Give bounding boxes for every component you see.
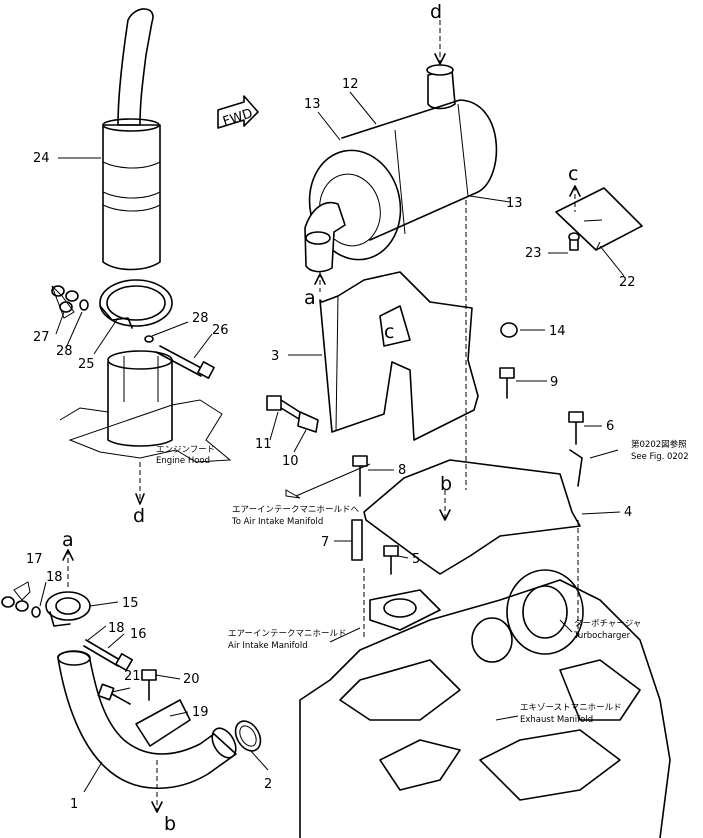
part-number: 21 (124, 669, 141, 684)
part-number: 19 (192, 705, 209, 720)
air-cleaner (304, 64, 498, 273)
part-number: 22 (619, 275, 636, 290)
part-number: 4 (624, 505, 632, 520)
part-number: 13 (304, 97, 321, 112)
connection-letter: c (384, 321, 394, 343)
part-number: 1 (70, 797, 78, 812)
engine-hood-note-jp: エンジンフード (156, 445, 215, 455)
part-number: 18 (46, 570, 63, 585)
leader-lines (13, 91, 625, 793)
part-number: 18 (108, 621, 125, 636)
part-number: 13 (506, 196, 523, 211)
air-intake-note-jp: エアーインテークマニホールド (228, 629, 347, 639)
part-number: 20 (183, 672, 200, 687)
exhaust-note-en: Exhaust Manifold (520, 715, 593, 725)
part-number: 3 (271, 349, 279, 364)
part-number: 2 (264, 777, 272, 792)
connection-letter: b (440, 473, 452, 495)
part-number: 24 (33, 151, 50, 166)
connection-letter: b (164, 813, 176, 835)
bolts-8-5-7-6 (351, 411, 584, 575)
to-air-intake-note-en: To Air Intake Manifold (231, 517, 323, 527)
part-number: 14 (549, 324, 566, 339)
plate-22 (555, 187, 643, 251)
part-number: 25 (78, 357, 95, 372)
annotation-notes: エンジンフード Engine Hood エアーインテークマニホールドへ To A… (156, 439, 689, 725)
engine-block (299, 569, 671, 838)
engine-hood-note-en: Engine Hood (156, 456, 210, 466)
part-number: 16 (130, 627, 147, 642)
to-air-intake-note-jp: エアーインテークマニホールドへ (232, 505, 359, 515)
part-number: 28 (192, 311, 209, 326)
part-number: 5 (412, 552, 420, 567)
part-number: 15 (122, 596, 139, 611)
part-number: 10 (282, 454, 299, 469)
part-number: 17 (26, 552, 43, 567)
see-fig-note-en: See Fig. 0202 (631, 452, 689, 462)
connection-letter: d (133, 505, 145, 527)
connection-lines (62, 20, 581, 813)
air-intake-note-en: Air Intake Manifold (228, 641, 308, 651)
exhaust-note-jp: エキゾーストマニホールド (520, 703, 622, 713)
part-number: 9 (550, 375, 558, 390)
see-fig-note-jp: 第0202図参照 (631, 439, 687, 450)
turbo-note-en: Turbocharger (573, 631, 631, 641)
bolt-11-spacer-10 (266, 395, 319, 433)
part-number: 6 (606, 419, 614, 434)
part-number: 28 (56, 344, 73, 359)
part-number: 27 (33, 330, 50, 345)
part-number: 26 (212, 323, 229, 338)
engine-hood-sleeve (59, 350, 232, 505)
connection-letter: a (62, 529, 74, 551)
part-number: 11 (255, 437, 272, 452)
bracket-3 (319, 271, 479, 441)
fwd-badge: FWD (217, 95, 259, 130)
connection-letter: a (304, 287, 316, 309)
nut-14-bolt-9 (499, 322, 518, 399)
connection-letters: d a c c b d a b (62, 1, 578, 835)
part-number: 12 (342, 77, 359, 92)
connection-letter: d (430, 1, 442, 23)
clamp-15 (1, 591, 133, 671)
part-number: 7 (321, 535, 329, 550)
intake-pipe (57, 650, 262, 789)
exhaust-stack (102, 8, 161, 271)
bolt-26 (144, 335, 215, 379)
part-number: 23 (525, 246, 542, 261)
clamp-ring (99, 279, 173, 329)
part-number: 8 (398, 463, 406, 478)
plate-4 (363, 200, 583, 575)
bracket-19 (97, 669, 191, 747)
connection-letter: c (568, 163, 578, 185)
turbo-note-jp: ターボチャージャ (574, 619, 641, 629)
part-number-labels: 1 2 3 4 5 6 7 8 9 10 11 12 13 13 14 15 1… (26, 77, 636, 812)
